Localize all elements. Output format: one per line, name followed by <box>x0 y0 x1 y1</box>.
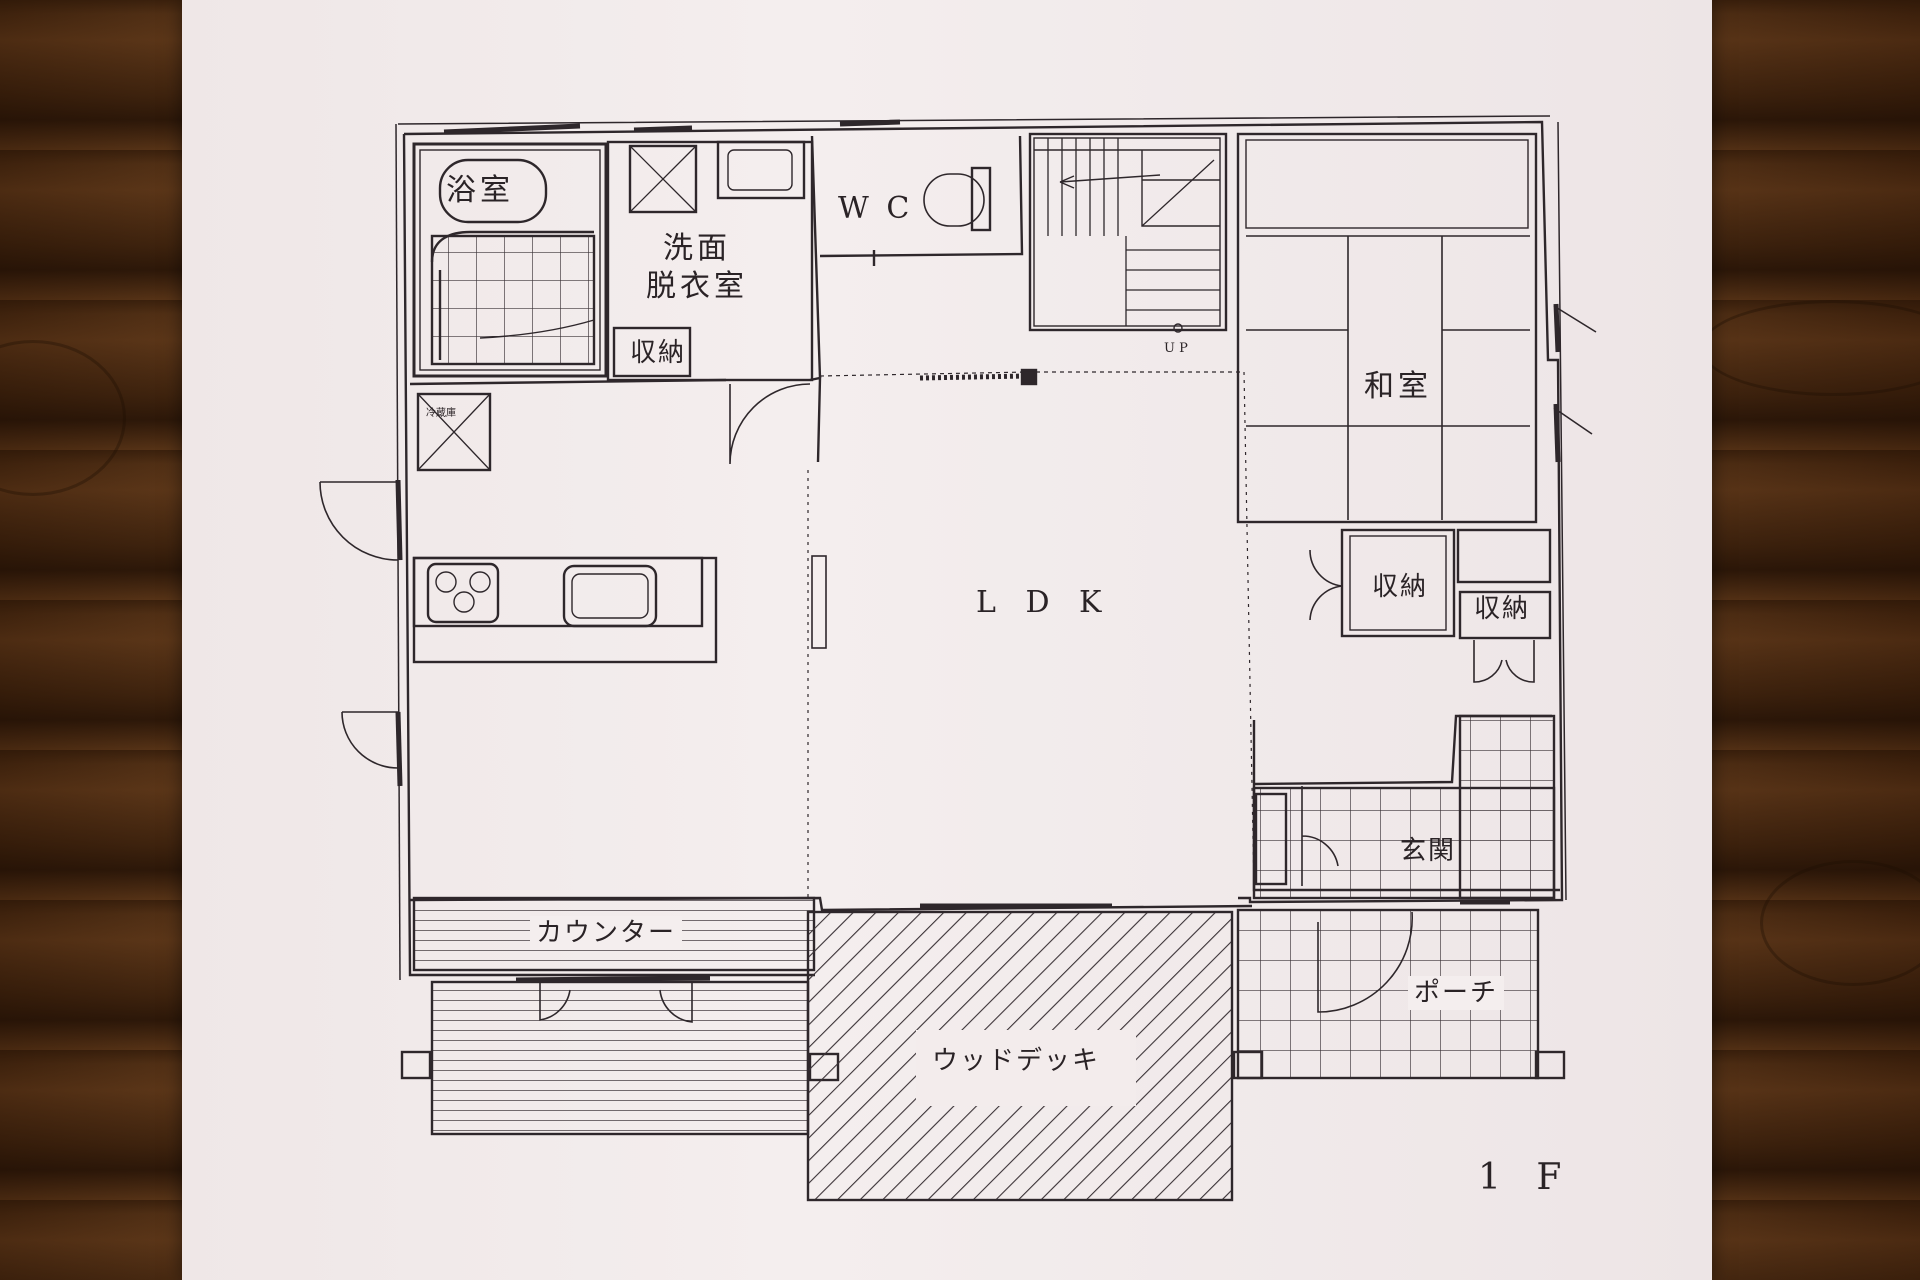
label-stairs-up: U P <box>1164 341 1188 356</box>
label-storage-2: 収納 <box>1474 594 1531 624</box>
bath-room <box>412 142 608 378</box>
label-storage-1: 収納 <box>1372 572 1429 602</box>
exterior-wall <box>403 120 1564 904</box>
floor-label: 1 F <box>1478 1157 1574 1198</box>
label-genkan: 玄関 <box>1400 836 1457 866</box>
label-bath: 浴室 <box>446 173 514 208</box>
label-washroom: 洗面 脱衣室 <box>646 231 748 304</box>
label-ldk: L D K <box>976 585 1112 620</box>
label-wood-deck: ウッドデッキ <box>932 1046 1101 1076</box>
label-counter: カウンター <box>530 916 683 950</box>
label-storage-wash: 収納 <box>630 338 687 368</box>
washitsu-room <box>1236 132 1538 524</box>
label-wc: W C <box>838 191 914 226</box>
fridge-label: 冷蔵庫 <box>426 406 456 419</box>
label-washitsu: 和室 <box>1364 369 1432 404</box>
label-porch: ポーチ <box>1408 976 1505 1010</box>
